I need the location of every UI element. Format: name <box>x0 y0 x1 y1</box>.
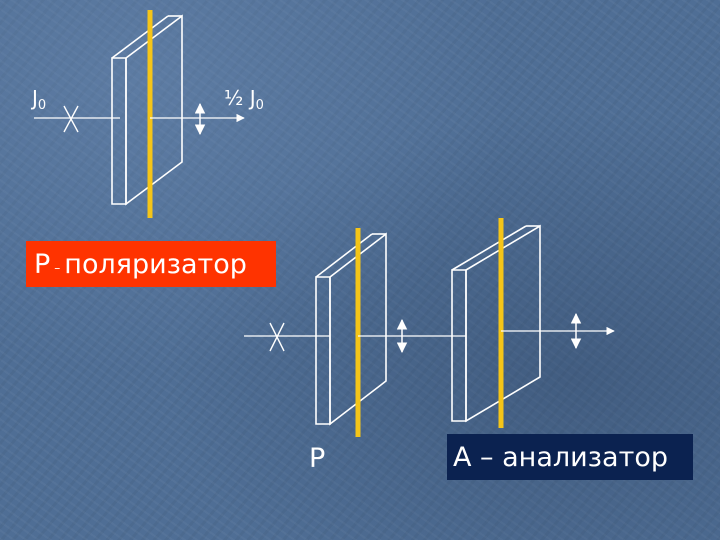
analyzer-caption-text: A – анализатор <box>453 441 668 473</box>
transmitted-intensity-main: ½ J <box>224 86 256 110</box>
analyzer-plate-face <box>465 224 541 423</box>
analyzer-plate-side <box>451 269 467 422</box>
analyzer-top-edge <box>451 225 527 271</box>
polarizer-plate-face <box>329 232 387 426</box>
analyzer-caption-box: A – анализатор <box>447 434 693 480</box>
incident-intensity-sub: 0 <box>37 98 47 113</box>
bottom-unpolarized-symbol <box>269 322 285 352</box>
polarizer-caption-text: поляризатор <box>64 248 247 280</box>
bottom-system-group <box>244 218 615 437</box>
top-unpolarized-symbol <box>63 105 79 133</box>
incident-intensity-main: J <box>32 86 38 110</box>
top-plate-side <box>111 57 127 205</box>
polarizer-caption-dash: – <box>54 261 61 275</box>
transmitted-intensity-sub: 0 <box>255 98 264 113</box>
polarizer-caption-box: P–поляризатор <box>26 241 276 287</box>
polarizer-plate-side <box>315 276 331 425</box>
transmitted-intensity-label: ½ J0 <box>224 86 264 113</box>
polarizer-label: P <box>309 443 326 474</box>
top-plate-face <box>125 14 183 206</box>
incident-intensity-label: J0 <box>32 86 47 113</box>
polarizer-caption-letter: P <box>34 248 51 280</box>
top-plate-top-edge <box>111 15 169 59</box>
polarizer-top-edge <box>315 233 373 278</box>
top-plate-group <box>34 10 245 218</box>
